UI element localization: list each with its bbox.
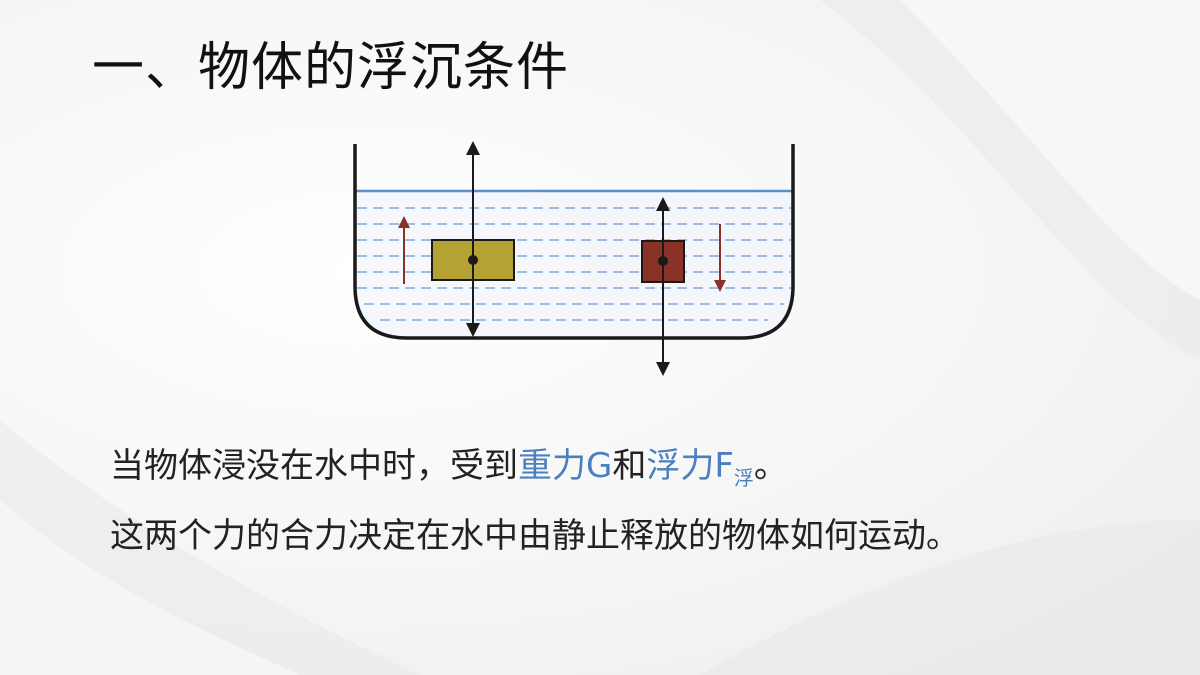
line1-conjunction: 和 [612, 446, 647, 486]
description-line-1: 当物体浸没在水中时，受到重力G和浮力F浮。 [110, 444, 788, 500]
line1-suffix: 。 [753, 446, 788, 486]
slide-title: 一、物体的浮沉条件 [92, 38, 570, 98]
gravity-term: 重力G [518, 446, 613, 486]
container-outline [353, 144, 795, 340]
buoyancy-subscript: 浮 [733, 466, 754, 490]
water-fill [355, 191, 793, 336]
line1-prefix: 当物体浸没在水中时，受到 [110, 446, 518, 486]
buoyancy-diagram [353, 141, 795, 376]
right-center-dot [658, 256, 668, 266]
left-center-dot [468, 255, 478, 265]
buoyancy-term: 浮力F [646, 446, 734, 486]
description-line-2: 这两个力的合力决定在水中由静止释放的物体如何运动。 [110, 516, 960, 556]
